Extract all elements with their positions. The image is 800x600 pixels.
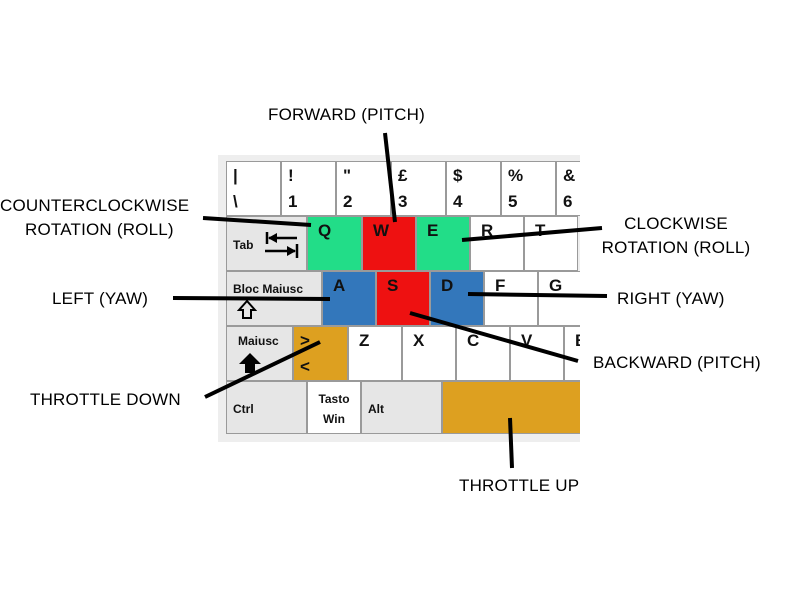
key-angle-brackets[interactable]: > <	[293, 326, 348, 381]
key-r[interactable]: R	[470, 216, 524, 271]
key-f[interactable]: F	[484, 271, 538, 326]
key-v[interactable]: V	[510, 326, 564, 381]
label-cw-line1: CLOCKWISE	[624, 214, 728, 233]
label-left-yaw: LEFT (YAW)	[52, 289, 149, 308]
label-ccw-line1: COUNTERCLOCKWISE	[0, 196, 190, 215]
connector-ccw	[202, 216, 312, 227]
key-shift[interactable]: Maiusc	[226, 326, 293, 381]
label-throttle-up: THROTTLE UP	[459, 476, 580, 495]
key-c[interactable]: C	[456, 326, 510, 381]
key-ctrl[interactable]: Ctrl	[226, 381, 307, 434]
key-x[interactable]: X	[402, 326, 456, 381]
key-t[interactable]: T	[524, 216, 578, 271]
connector-left	[172, 296, 331, 301]
key-5[interactable]: % 5	[501, 161, 556, 216]
tab-arrows-icon	[265, 232, 299, 258]
key-q[interactable]: Q	[307, 216, 362, 271]
connector-backward	[409, 311, 579, 363]
key-b[interactable]: B	[564, 326, 580, 381]
key-space[interactable]	[442, 381, 580, 434]
key-tab[interactable]: Tab	[226, 216, 307, 271]
key-alt[interactable]: Alt	[361, 381, 442, 434]
key-3[interactable]: £ 3	[391, 161, 446, 216]
label-cw-line2: ROTATION (ROLL)	[601, 238, 751, 257]
key-a[interactable]: A	[322, 271, 376, 326]
label-right-yaw: RIGHT (YAW)	[617, 289, 725, 308]
shift-arrow-icon	[239, 353, 261, 373]
connector-forward	[383, 132, 397, 223]
connector-throttle-down	[204, 340, 321, 399]
connector-right	[467, 292, 608, 298]
key-backslash[interactable]: | \	[226, 161, 281, 216]
key-4[interactable]: $ 4	[446, 161, 501, 216]
label-ccw-line2: ROTATION (ROLL)	[25, 220, 174, 239]
key-1[interactable]: ! 1	[281, 161, 336, 216]
keyboard: | \ ! 1 " 2 £ 3 $ 4 % 5 & 6 Tab Q	[218, 155, 580, 442]
label-backward-pitch: BACKWARD (PITCH)	[593, 353, 761, 372]
key-e[interactable]: E	[416, 216, 470, 271]
connector-cw	[461, 226, 603, 242]
key-d[interactable]: D	[430, 271, 484, 326]
connector-throttle-up	[508, 417, 514, 469]
key-win[interactable]: Tasto Win	[307, 381, 361, 434]
key-g[interactable]: G	[538, 271, 580, 326]
key-w[interactable]: W	[362, 216, 416, 271]
label-forward-pitch: FORWARD (PITCH)	[268, 105, 425, 124]
key-z[interactable]: Z	[348, 326, 402, 381]
label-throttle-down: THROTTLE DOWN	[30, 390, 181, 409]
caps-lock-arrow-icon	[237, 300, 257, 319]
key-6[interactable]: & 6	[556, 161, 580, 216]
